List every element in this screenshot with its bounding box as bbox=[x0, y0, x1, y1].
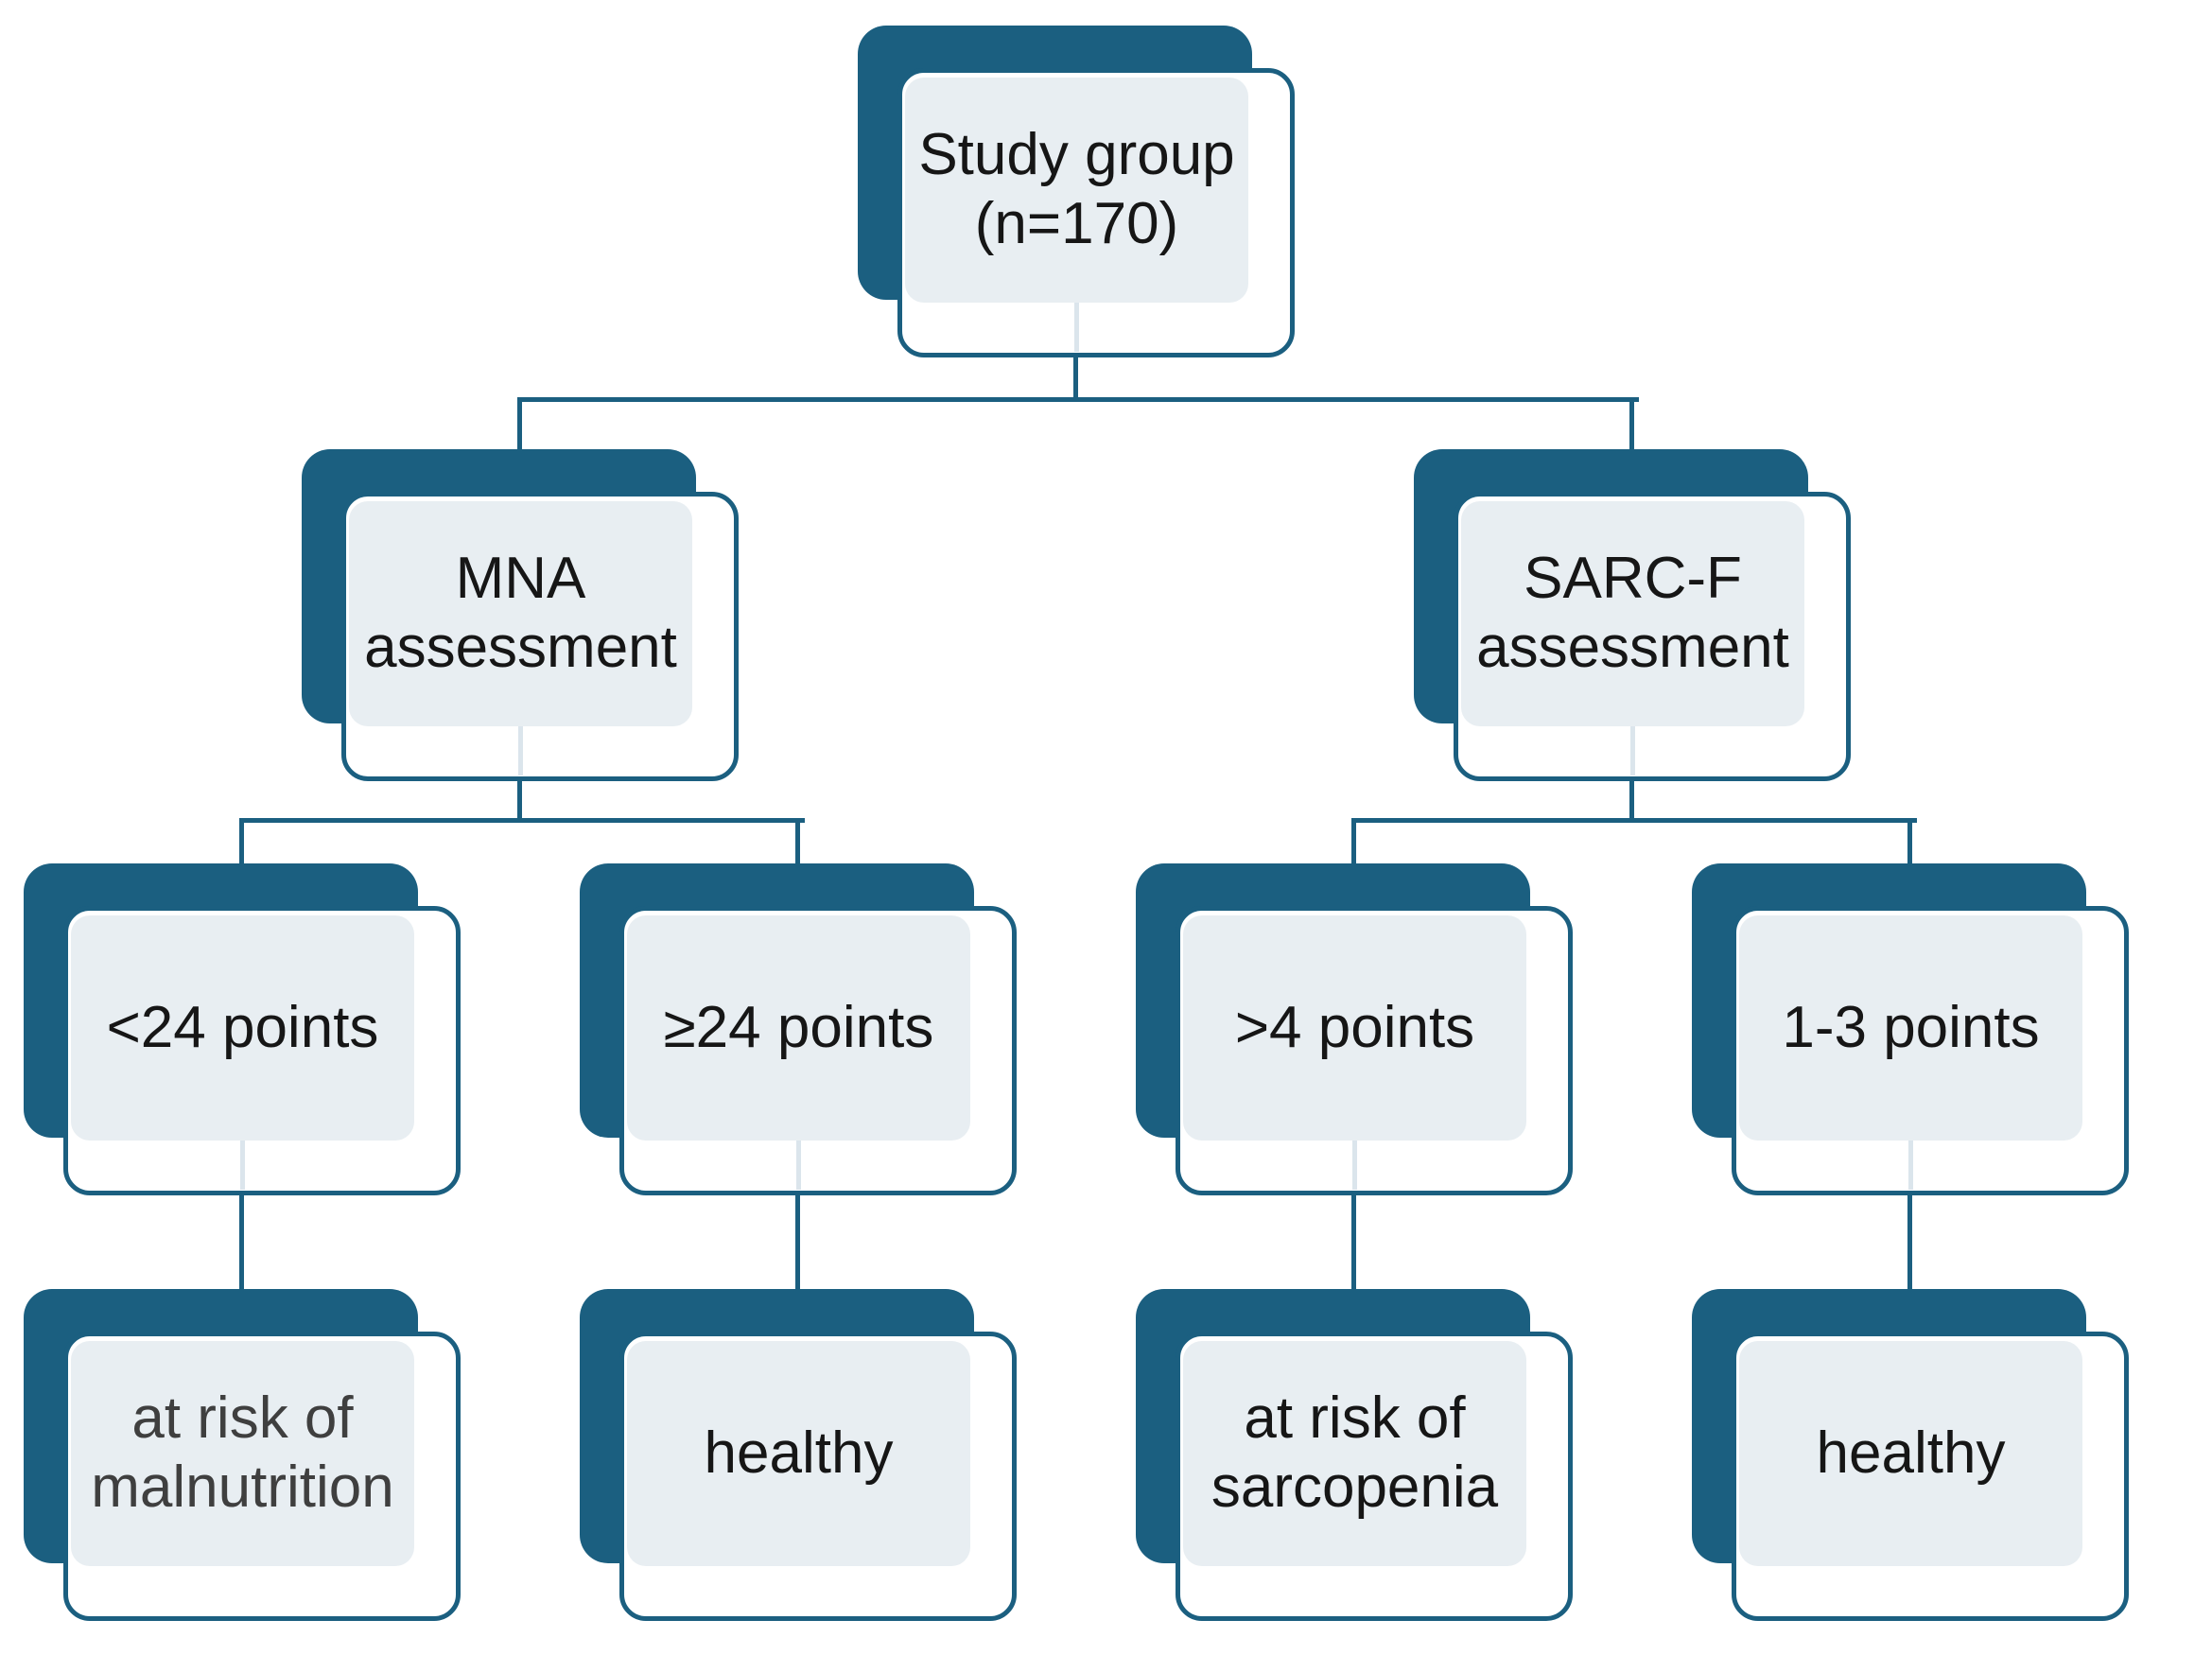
node-label: 1-3 points bbox=[1782, 994, 2040, 1060]
connector-stem-sarcopenia bbox=[1351, 1195, 1356, 1292]
node-panel bbox=[1461, 501, 1804, 726]
node-study-group: Study group (n=170) bbox=[858, 26, 1295, 357]
connector-drop-mna bbox=[517, 397, 522, 452]
node-label: healthy bbox=[704, 1420, 894, 1486]
node-label: ≥24 points bbox=[663, 994, 934, 1060]
connector-stub bbox=[1074, 303, 1079, 352]
node-panel bbox=[627, 915, 970, 1141]
node-outcome-mna-healthy: healthy bbox=[580, 1289, 1017, 1621]
node-panel bbox=[627, 1341, 970, 1566]
node-label: healthy bbox=[1816, 1420, 2006, 1486]
node-panel bbox=[71, 1341, 414, 1566]
node-label: <24 points bbox=[106, 994, 379, 1060]
node-panel bbox=[1183, 1341, 1526, 1566]
node-outcome-malnutrition: at risk of malnutrition bbox=[24, 1289, 461, 1621]
connector-stub bbox=[240, 1141, 245, 1190]
node-label: MNA assessment bbox=[364, 546, 677, 680]
connector-sarcf-bus bbox=[1351, 818, 1917, 823]
connector-drop-24ormore bbox=[795, 818, 800, 866]
node-outcome-sarcopenia: at risk of sarcopenia bbox=[1136, 1289, 1573, 1621]
node-label: at risk of malnutrition bbox=[91, 1385, 394, 1520]
node-mna-assessment: MNA assessment bbox=[302, 449, 739, 781]
node-outcome-sarcf-healthy: healthy bbox=[1692, 1289, 2129, 1621]
node-panel bbox=[1739, 1341, 2082, 1566]
node-label: SARC-F assessment bbox=[1476, 546, 1789, 680]
connector-mna-bus bbox=[239, 818, 805, 823]
node-panel bbox=[905, 78, 1248, 303]
connector-mna-stem bbox=[517, 781, 522, 821]
connector-stub bbox=[1630, 726, 1635, 775]
node-panel bbox=[1183, 915, 1526, 1141]
connector-study-stem bbox=[1073, 357, 1078, 400]
connector-stem-mna-healthy bbox=[795, 1195, 800, 1292]
connector-drop-below24 bbox=[239, 818, 244, 866]
node-panel bbox=[349, 501, 692, 726]
node-mna-24-or-more: ≥24 points bbox=[580, 863, 1017, 1195]
connector-stub bbox=[1352, 1141, 1357, 1190]
node-sarcf-assessment: SARC-F assessment bbox=[1414, 449, 1851, 781]
connector-stem-sarcf-healthy bbox=[1907, 1195, 1912, 1292]
connector-stem-malnutrition bbox=[239, 1195, 244, 1292]
connector-stub bbox=[796, 1141, 801, 1190]
connector-stub bbox=[1908, 1141, 1913, 1190]
connector-stub bbox=[518, 726, 523, 775]
node-label: Study group (n=170) bbox=[918, 122, 1235, 256]
node-label: at risk of sarcopenia bbox=[1211, 1385, 1499, 1520]
node-label: >4 points bbox=[1234, 994, 1475, 1060]
connector-study-bus bbox=[517, 397, 1639, 402]
node-panel bbox=[71, 915, 414, 1141]
connector-drop-1to3 bbox=[1907, 818, 1912, 866]
node-panel bbox=[1739, 915, 2082, 1141]
node-mna-below-24: <24 points bbox=[24, 863, 461, 1195]
connector-drop-above4 bbox=[1351, 818, 1356, 866]
node-sarcf-1-3: 1-3 points bbox=[1692, 863, 2129, 1195]
connector-drop-sarcf bbox=[1629, 397, 1634, 452]
node-sarcf-above-4: >4 points bbox=[1136, 863, 1573, 1195]
connector-sarcf-stem bbox=[1629, 781, 1634, 821]
